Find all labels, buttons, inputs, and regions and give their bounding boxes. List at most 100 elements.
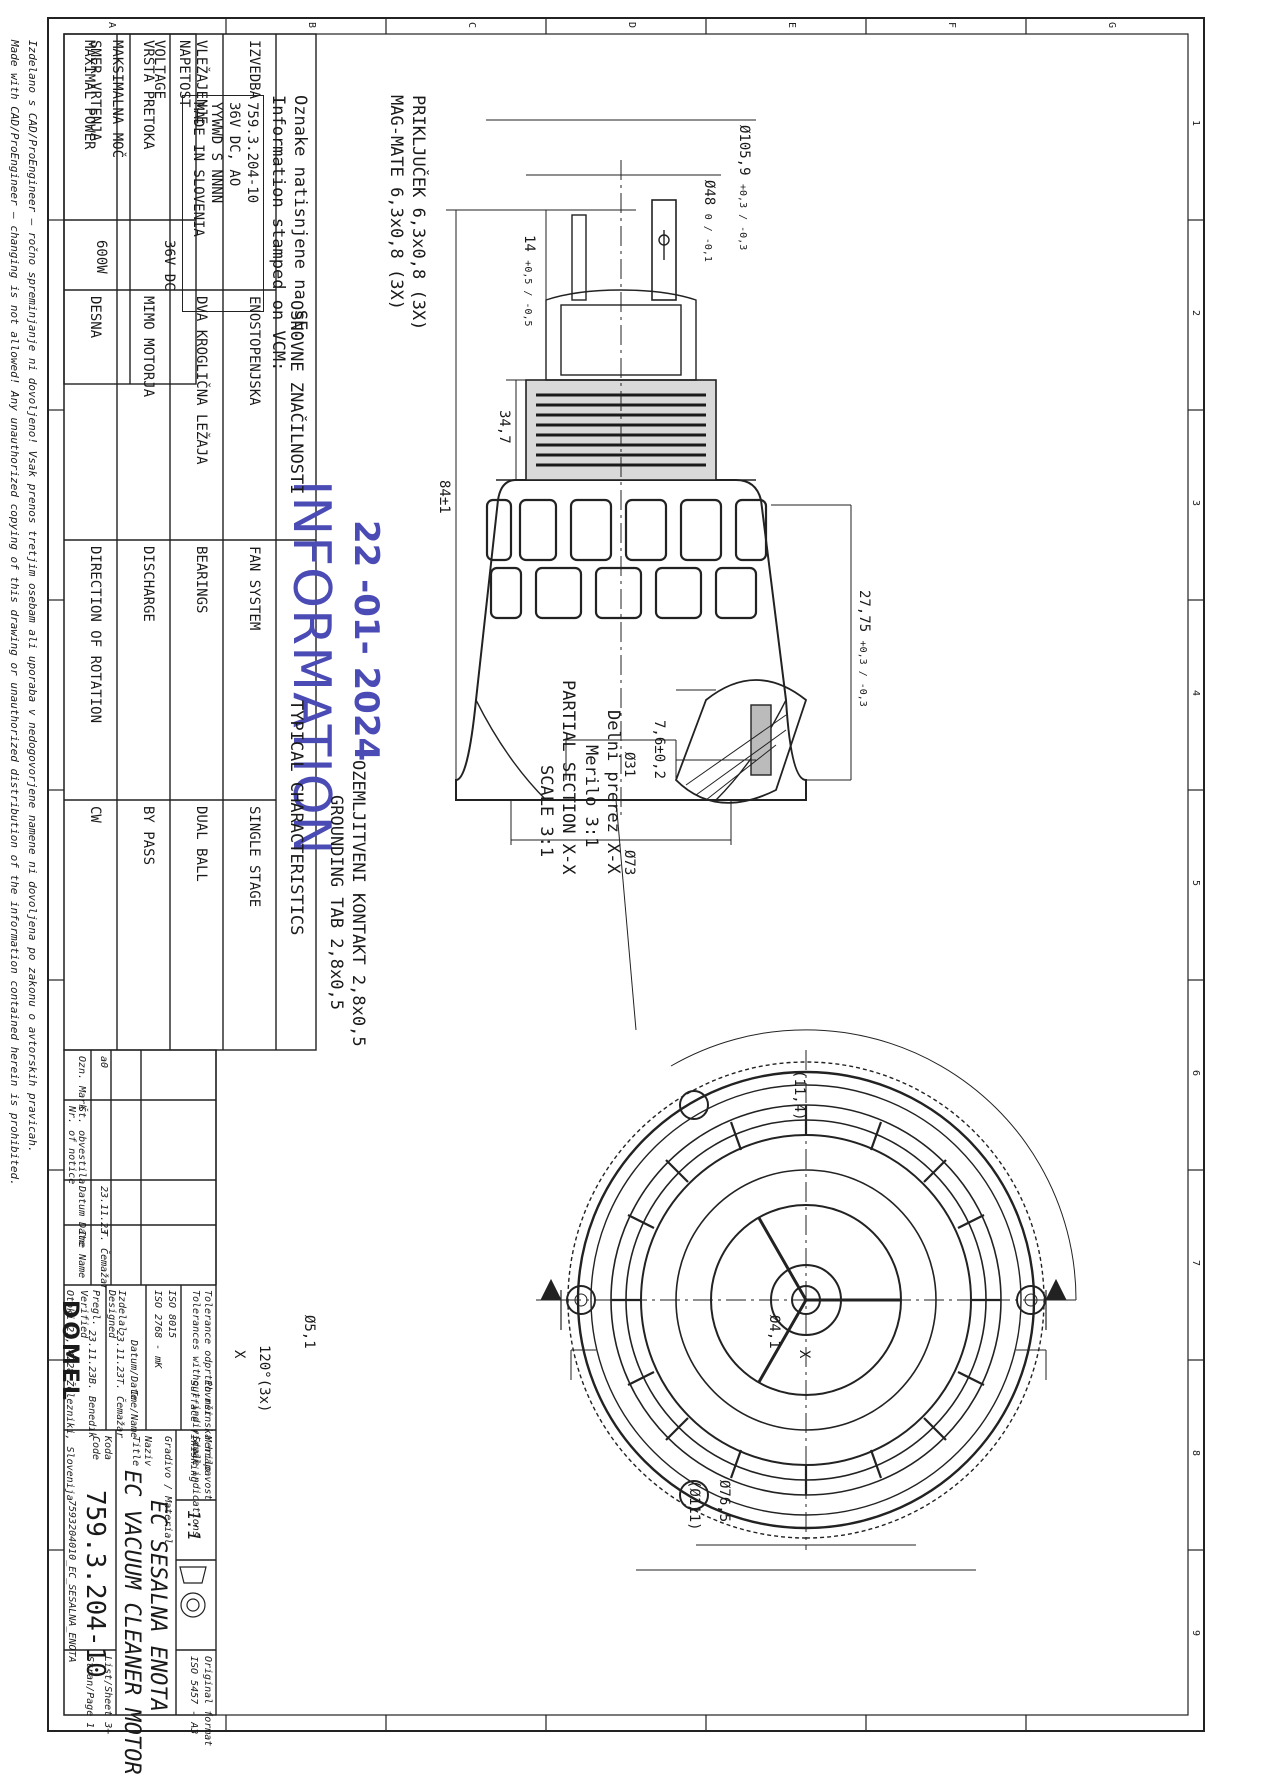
verified-name: B. Benedik — [86, 1378, 97, 1439]
format-label: Original format — [202, 1656, 213, 1747]
dim-27-75: 27,75 +0,3 / -0,3 — [856, 590, 872, 707]
zone-label: C — [466, 22, 477, 29]
iso-2: ISO 2768 - mK — [152, 1290, 163, 1369]
zone-label: 4 — [1190, 690, 1201, 697]
section-title-en: PARTIAL SECTION X-X — [558, 680, 578, 875]
section-scale: Merilo 3:1 — [581, 745, 601, 848]
iso-1: ISO 8015 — [166, 1290, 177, 1339]
format-value: ISO 5457 - A3 — [188, 1656, 199, 1735]
dia-outer: (Ø111) — [686, 1480, 702, 1531]
dim-84: 84±1 — [436, 480, 452, 514]
motor-front-view — [536, 1029, 1077, 1550]
rev-col: Št. obvestila — [76, 1106, 87, 1185]
side-dimensions — [446, 119, 852, 845]
char-key-en: BEARINGS — [193, 546, 209, 614]
sheet-label: List/Sheet 3+ — [102, 1656, 113, 1735]
zone-label: 2 — [1190, 310, 1201, 317]
title-label-en: Title — [130, 1436, 141, 1467]
offset: (11,4) — [791, 1070, 807, 1121]
scale-label-en: Scale — [190, 1436, 201, 1467]
verified-label: Pregl. — [90, 1290, 101, 1327]
verified-date: 23.11.23 — [86, 1330, 97, 1379]
designed-date: 23.11.23 — [114, 1330, 125, 1379]
dim-tolerance: +0,5 / -0,5 — [522, 260, 533, 327]
char-value-en: DUAL BALL — [193, 806, 209, 882]
ground-note: OZEMLJITVENI KONTAKT 2,8x0,5 — [348, 760, 368, 1047]
surface-label-en: Surface finishing — [188, 1380, 199, 1483]
zone-label: 5 — [1190, 880, 1201, 887]
char-key: IZVEDBA — [246, 40, 262, 100]
angle: 120°(3x) — [256, 1345, 272, 1413]
scale-value: 1:1 — [183, 1510, 203, 1541]
zone-label: D — [626, 22, 637, 29]
connector-note-en: MAG-MATE 6,3x0,8 (3X) — [386, 95, 406, 310]
char-key: VLEŽAJENJE — [193, 40, 209, 125]
zone-label: E — [786, 22, 797, 29]
dia-inner: Ø76,5 — [716, 1480, 732, 1523]
zone-label: 8 — [1190, 1450, 1201, 1457]
stamp-date: 22 -01- 2024 — [346, 520, 386, 762]
title-block-lines — [63, 1049, 217, 1716]
zone-label: 6 — [1190, 1070, 1201, 1077]
rev-col-sl: Št. obvestila — [76, 1106, 87, 1185]
file-name: 7593204010_EC_SESALNA_ENOTA — [66, 1500, 77, 1663]
sheet-value: 3+ — [102, 1722, 113, 1735]
zone-label: 1 — [1190, 120, 1201, 127]
zone-label: B — [306, 22, 317, 29]
dim-73: Ø73 — [621, 850, 637, 876]
char-key-en: DIRECTION OF ROTATION — [87, 546, 103, 724]
char-key: SMER VRTENJA — [87, 40, 103, 142]
char-value: DESNA — [87, 296, 103, 339]
power-value: 600W — [93, 240, 109, 274]
designed-label: Izdelal — [116, 1290, 127, 1333]
char-value-en: BY PASS — [140, 806, 156, 866]
connector-note: PRIKLJUČEK 6,3x0,8 (3X) — [408, 95, 428, 331]
char-value-en: CW — [87, 806, 103, 823]
char-value: ENOSTOPENJSKA — [246, 296, 262, 406]
marking-line: 759.3.204-10 — [244, 102, 260, 204]
title-en: EC VACUUM CLEANER MOTOR — [119, 1470, 144, 1775]
revision-mark: a0 — [98, 1056, 109, 1069]
char-value: DVA KROGLIČNA LEŽAJA — [193, 296, 209, 465]
char-value: MIMO MOTORJA — [140, 296, 156, 398]
rev-col-en: Nr. of notice — [66, 1106, 77, 1185]
char-header-en: TYPICAL CHARACTERISTICS — [286, 700, 306, 936]
zone-label: 7 — [1190, 1260, 1201, 1267]
page-label-sl: Stran — [84, 1656, 95, 1687]
zone-label: 9 — [1190, 1630, 1201, 1637]
rev-col: Ozn. Mark — [76, 1056, 87, 1110]
marking-box: 759.3.204-10 36V DC, AO YYWWD S NNNN MAD… — [182, 95, 264, 312]
dim-tolerance: 0 / -0,1 — [702, 213, 713, 262]
rev-col-sl: Ozn. — [76, 1056, 87, 1081]
revision-date: 23.11.23 — [98, 1186, 109, 1235]
dim-value: 27,75 — [856, 590, 872, 633]
code-label-en: Code — [90, 1436, 101, 1461]
dim-31: Ø31 — [621, 752, 637, 778]
dim-105-9: Ø105,9 +0,3 / -0,3 — [736, 125, 752, 250]
char-key: VRSTA PRETOKA — [140, 40, 156, 150]
section-scale-en: SCALE 3:1 — [536, 765, 556, 858]
rev-col-sl: Datum — [76, 1186, 87, 1217]
ground-note-en: GROUNDING TAB 2,8x0,5 — [326, 795, 346, 1010]
section-title: Delni prerez X-X — [603, 710, 623, 874]
title-sl: EC SESALNA ENOTA — [145, 1500, 170, 1712]
sheet-frame — [47, 17, 1205, 1732]
sheet-label-sl: List — [102, 1656, 113, 1681]
marking-line: YYWWD S NNNN — [208, 102, 224, 204]
section-dim: 7,6±0,2 — [651, 720, 667, 780]
zone-ticks — [48, 18, 1204, 1731]
voltage-value: 36V DC — [161, 240, 177, 291]
footer-line-1: Izdelano s CAD/ProEngineer – ročno sprem… — [26, 40, 39, 1153]
sheet-label-en: Sheet — [102, 1686, 113, 1717]
rating-lines — [63, 33, 197, 385]
section-mark: X — [796, 1350, 812, 1359]
zone-label: 3 — [1190, 500, 1201, 507]
page-label: Stran/Page 1 — [84, 1656, 95, 1729]
code-label: Koda — [102, 1436, 113, 1461]
page-value: 1 — [84, 1722, 95, 1729]
dim-48: Ø48 0 / -0,1 — [701, 180, 717, 262]
rev-col-en: Name — [76, 1254, 87, 1279]
rev-col: Ime Name — [76, 1230, 87, 1279]
scale-label: Merilo — [202, 1436, 213, 1473]
